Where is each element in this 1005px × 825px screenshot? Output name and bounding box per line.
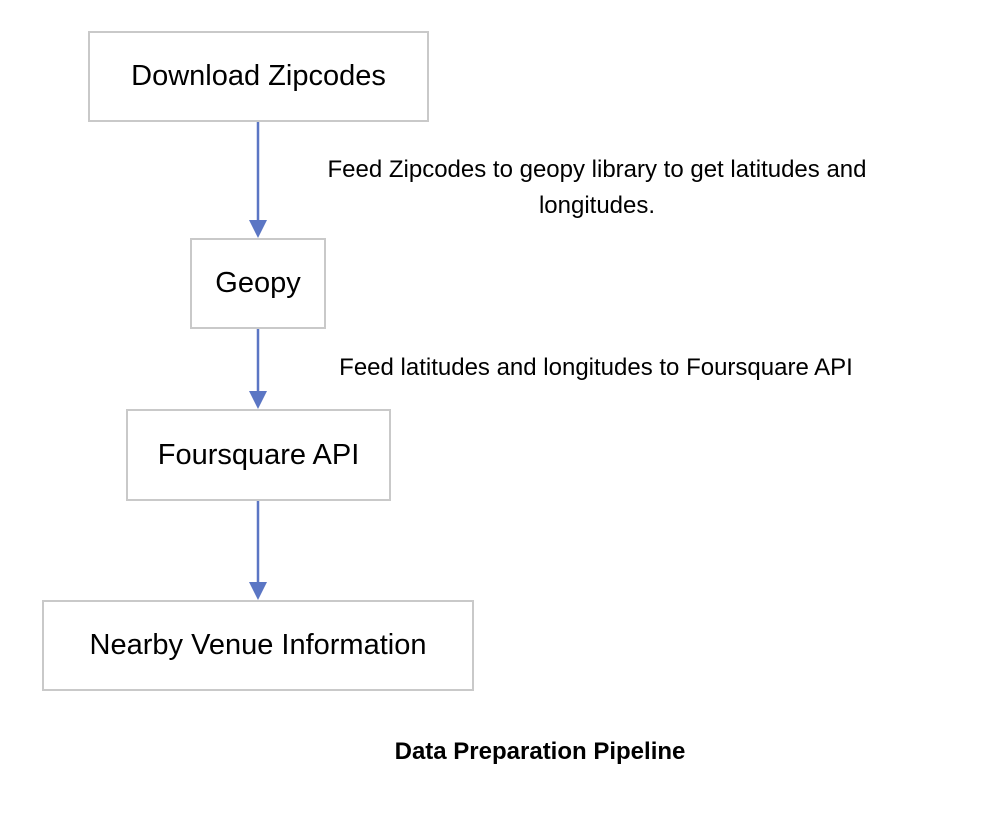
node-download-zipcodes: Download Zipcodes bbox=[88, 31, 429, 122]
node-label: Nearby Venue Information bbox=[89, 629, 427, 661]
node-label: Download Zipcodes bbox=[131, 60, 386, 92]
node-nearby-venue-information: Nearby Venue Information bbox=[42, 600, 474, 691]
node-label: Geopy bbox=[215, 267, 301, 299]
node-label: Foursquare API bbox=[157, 438, 360, 471]
arrow-geopy-to-foursquare bbox=[249, 329, 267, 409]
edge-label-geopy-to-foursquare: Feed latitudes and longitudes to Foursqu… bbox=[296, 350, 896, 386]
node-geopy: Geopy bbox=[190, 238, 326, 329]
node-foursquare-api: Foursquare API bbox=[126, 409, 391, 501]
edge-label-zipcodes-to-geopy: Feed Zipcodes to geopy library to get la… bbox=[280, 152, 914, 224]
arrow-foursquare-to-venue bbox=[249, 501, 267, 600]
edge-label-line-1: Feed Zipcodes to geopy library to get la… bbox=[327, 156, 867, 183]
edge-label-text: Feed latitudes and longitudes to Foursqu… bbox=[339, 354, 853, 381]
edge-label-line-2: longitudes. bbox=[538, 192, 656, 219]
diagram-caption: Data Preparation Pipeline bbox=[394, 738, 686, 765]
arrow-download-to-geopy bbox=[249, 122, 267, 238]
